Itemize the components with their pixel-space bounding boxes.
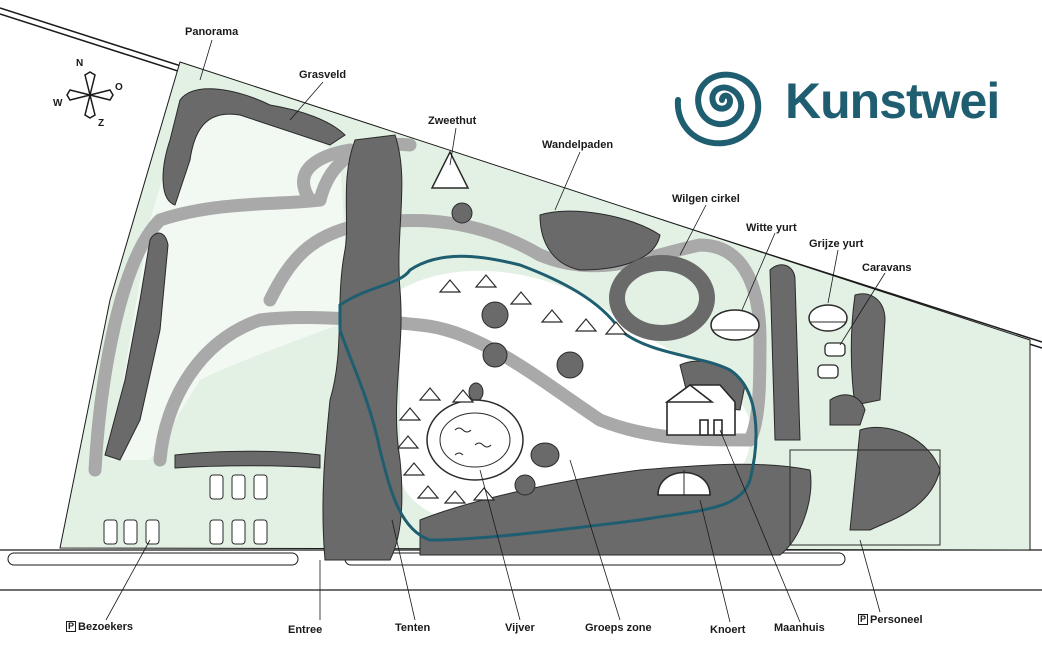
parking-p-icon: P (66, 621, 77, 632)
kunstwei-spiral-logo-icon (674, 71, 762, 147)
label-leader-lines (105, 39, 886, 623)
staff-parking (789, 449, 941, 546)
visitor-parking (103, 474, 268, 545)
knoert-dome (657, 470, 711, 496)
label-bezoekers-text: Bezoekers (78, 621, 134, 633)
willow-circle (609, 255, 715, 341)
label-caravans: Caravans (862, 262, 912, 274)
label-wandelpaden: Wandelpaden (542, 139, 614, 151)
label-witte-yurt: Witte yurt (746, 222, 797, 234)
moon-house (664, 383, 736, 436)
parking-p-icon-staff: P (858, 614, 869, 625)
label-zweethut: Zweethut (428, 115, 477, 127)
label-entree: Entree (288, 624, 323, 636)
label-grasveld: Grasveld (299, 69, 347, 81)
label-groeps-zone: Groeps zone (585, 622, 652, 634)
label-tenten: Tenten (395, 622, 431, 634)
label-vijver: Vijver (505, 622, 535, 634)
pond (426, 399, 524, 481)
sweat-lodge-tipi (430, 150, 470, 189)
compass-n: N (76, 58, 83, 69)
road-south (0, 549, 1042, 591)
caravans (817, 342, 846, 379)
label-maanhuis: Maanhuis (774, 622, 825, 634)
brand-name: Kunstwei (785, 73, 1000, 129)
label-grijze-yurt: Grijze yurt (809, 238, 864, 250)
group-zone-boundary (338, 254, 758, 542)
white-yurt (710, 309, 760, 341)
label-panorama: Panorama (185, 26, 239, 38)
tents (396, 274, 628, 504)
label-wilgen-cirkel: Wilgen cirkel (672, 193, 740, 205)
compass-letters: N O Z W (53, 58, 123, 129)
label-personeel-text: Personeel (870, 614, 923, 626)
compass-w: W (53, 98, 63, 109)
grey-yurt (808, 304, 848, 332)
walking-paths (88, 137, 767, 477)
label-knoert: Knoert (710, 624, 746, 636)
compass-z: Z (98, 118, 104, 129)
compass-rose-icon (66, 71, 114, 119)
compass-o: O (115, 82, 123, 93)
